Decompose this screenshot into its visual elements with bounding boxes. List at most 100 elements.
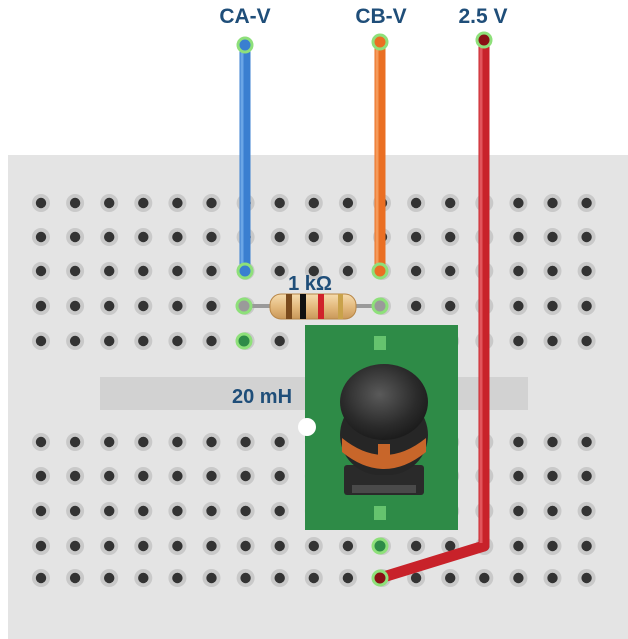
resistor (244, 293, 380, 320)
hole (104, 335, 115, 347)
hole (240, 436, 251, 448)
hole (547, 335, 558, 347)
pin-supply-board (371, 569, 389, 587)
pin-cb-top (371, 33, 389, 51)
hole (342, 197, 354, 209)
hole (69, 505, 81, 517)
hole (547, 505, 558, 517)
label-inductor-value: 20 mH (232, 386, 292, 408)
hole (274, 231, 285, 243)
hole (342, 572, 354, 584)
hole (581, 197, 592, 209)
hole (581, 436, 592, 448)
hole (445, 265, 456, 277)
hole (206, 300, 217, 312)
hole (581, 540, 592, 552)
hole (410, 572, 422, 584)
hole (547, 197, 558, 209)
hole (342, 540, 354, 552)
hole (547, 436, 558, 448)
hole (445, 540, 456, 552)
hole (581, 572, 592, 584)
hole (581, 335, 592, 347)
hole (240, 540, 251, 552)
hole (513, 300, 524, 312)
pcb-pad-bottom (374, 506, 386, 520)
hole (240, 572, 251, 584)
hole (547, 300, 558, 312)
hole (104, 540, 115, 552)
hole (240, 505, 251, 517)
resistor-band-3 (318, 294, 324, 319)
hole (138, 265, 149, 277)
pcb-notch (298, 418, 316, 436)
hole (172, 231, 183, 243)
hole (581, 470, 592, 482)
hole (445, 197, 456, 209)
hole (308, 572, 319, 584)
wire-ca (239, 39, 251, 277)
hole (445, 300, 456, 312)
hole (69, 197, 81, 209)
hole (138, 436, 149, 448)
inductor-terminal (378, 444, 390, 468)
hole (35, 470, 47, 482)
hole (69, 540, 81, 552)
hole (513, 505, 524, 517)
hole (240, 470, 251, 482)
hole (138, 197, 149, 209)
hole (35, 197, 47, 209)
hole (104, 436, 115, 448)
hole (445, 572, 456, 584)
hole (206, 436, 217, 448)
hole (35, 436, 47, 448)
hole (69, 436, 81, 448)
hole (172, 265, 183, 277)
hole (206, 470, 217, 482)
pin-node-left (235, 332, 253, 350)
hole (274, 335, 285, 347)
wire-cb (374, 36, 386, 277)
hole (206, 540, 217, 552)
hole (69, 231, 81, 243)
hole (104, 572, 115, 584)
hole (206, 335, 217, 347)
wire-supply (374, 34, 490, 584)
hole (206, 197, 217, 209)
hole (138, 572, 149, 584)
hole (35, 335, 47, 347)
hole (104, 197, 115, 209)
pin-inductor-bottom (371, 537, 389, 555)
hole (69, 300, 81, 312)
hole (547, 265, 558, 277)
pin-ca-top (236, 36, 254, 54)
hole (513, 572, 524, 584)
label-ca-v: CA-V (219, 5, 270, 28)
hole (35, 540, 47, 552)
hole (581, 505, 592, 517)
hole (308, 197, 319, 209)
hole (172, 470, 183, 482)
hole (138, 231, 149, 243)
hole (274, 436, 285, 448)
hole (172, 335, 183, 347)
hole (35, 505, 47, 517)
hole (581, 300, 592, 312)
hole (547, 572, 558, 584)
hole (172, 505, 183, 517)
hole (274, 470, 285, 482)
hole (206, 505, 217, 517)
hole (104, 470, 115, 482)
hole (410, 300, 422, 312)
hole (35, 300, 47, 312)
hole (513, 540, 524, 552)
hole (69, 470, 81, 482)
hole (274, 572, 285, 584)
label-resistor-value: 1 kΩ (288, 273, 332, 295)
resistor-body (269, 293, 357, 320)
inductor-winding (342, 438, 426, 469)
hole (547, 540, 558, 552)
resistor-band-2 (300, 294, 306, 319)
hole (172, 436, 183, 448)
